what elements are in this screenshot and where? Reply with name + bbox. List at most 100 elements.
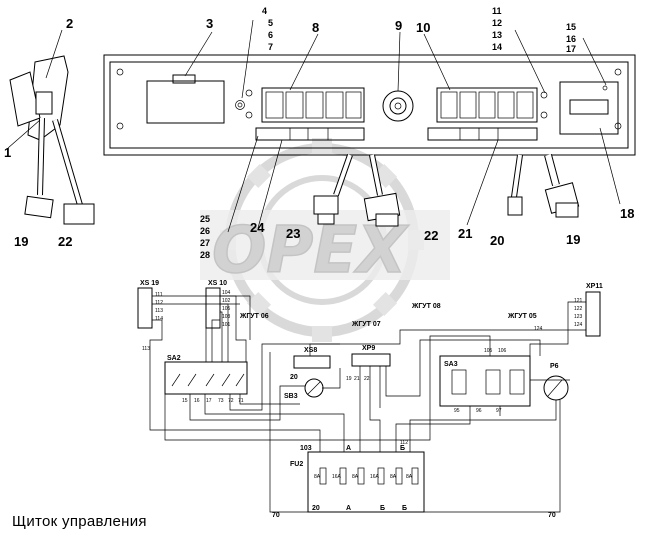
xp11-wire-labels: 121 122 123 124: [574, 298, 583, 328]
central-gauge: [382, 90, 414, 122]
callout-5: 5: [268, 18, 273, 28]
svg-text:106: 106: [498, 348, 507, 354]
callout-13: 13: [492, 30, 502, 40]
wires: [149, 295, 586, 513]
callout-4: 4: [262, 6, 267, 16]
mounting-holes: [116, 68, 622, 130]
callout-26: 26: [200, 226, 210, 236]
bus-a-bottom: A: [346, 505, 351, 512]
xp11-connector: [585, 291, 601, 337]
svg-text:123: 123: [574, 314, 583, 320]
sa2-label: SA2: [167, 355, 181, 362]
callout-28: 28: [200, 250, 210, 260]
wire-20-a: 20: [290, 374, 298, 381]
callout-2: 2: [66, 16, 73, 31]
callout-leaders: [7, 19, 621, 233]
svg-text:103: 103: [222, 314, 231, 320]
fu2-fuse-block: [307, 451, 425, 513]
callout-17: 17: [566, 44, 576, 54]
fu2-label: FU2: [290, 461, 303, 468]
callout-19-left: 19: [14, 234, 28, 249]
callout-8: 8: [312, 20, 319, 35]
p6-label: P6: [550, 363, 559, 370]
svg-text:104: 104: [222, 290, 231, 296]
switch-block-left: [255, 87, 365, 141]
panel-frame: [103, 54, 636, 156]
wire-113: 113: [142, 346, 150, 352]
xp9-label: XP9: [362, 345, 375, 352]
svg-text:105: 105: [222, 306, 231, 312]
watermark: OPEX: [200, 138, 450, 342]
fuse-ratings: 8A 16A 8A 16A 8A 8A: [314, 474, 413, 480]
panel-item-3-module: [146, 80, 225, 124]
bus-b-bottom-1: Б: [380, 505, 385, 512]
callout-24: 24: [250, 220, 265, 235]
harness-07-label: ЖГУТ 07: [351, 321, 381, 328]
svg-text:22: 22: [364, 376, 370, 382]
callout-23: 23: [286, 226, 300, 241]
panel-inner: [109, 61, 629, 149]
xp11-label: XP11: [586, 283, 603, 290]
wire-20-b: 20: [312, 505, 320, 512]
bus-b-top: Б: [400, 445, 405, 452]
switch-block-right: [427, 87, 538, 141]
xp9-connector: [351, 353, 391, 367]
svg-text:114: 114: [155, 316, 163, 322]
callout-22-right: 22: [424, 228, 438, 243]
wire-70-a: 70: [272, 512, 280, 519]
callout-20: 20: [490, 233, 504, 248]
svg-text:8A: 8A: [314, 474, 321, 480]
callout-21: 21: [458, 226, 472, 241]
callout-16: 16: [566, 34, 576, 44]
misc-wire-numbers: 15 16 17 73 72 71 19 21 22 95 96 97 105 …: [182, 348, 507, 414]
harness-06-label: ЖГУТ 06: [239, 313, 269, 320]
svg-text:73: 73: [218, 398, 224, 404]
wiring-schematic: XS 19 111 112 113 114 XS 10 104 102 105 …: [137, 280, 603, 519]
sa2-contacts: [171, 373, 245, 387]
svg-text:113: 113: [155, 308, 163, 314]
panel-item-3-tab: [172, 74, 196, 84]
svg-text:72: 72: [228, 398, 234, 404]
xs10-connector: [205, 287, 221, 329]
xs8-connector: [293, 355, 331, 369]
callout-7: 7: [268, 42, 273, 52]
svg-text:16A: 16A: [332, 474, 342, 480]
svg-text:8A: 8A: [406, 474, 413, 480]
callout-25: 25: [200, 214, 210, 224]
panel-indicator-lamps: [235, 89, 548, 119]
svg-text:102: 102: [222, 298, 231, 304]
svg-text:124: 124: [574, 322, 583, 328]
callout-22-left: 22: [58, 234, 72, 249]
callout-27: 27: [200, 238, 210, 248]
callout-18: 18: [620, 206, 634, 221]
callout-14: 14: [492, 42, 502, 52]
svg-text:112: 112: [155, 300, 163, 306]
callout-9: 9: [395, 18, 402, 33]
xs19-label: XS 19: [140, 280, 159, 287]
callout-3: 3: [206, 16, 213, 31]
bus-a-top: A: [346, 445, 351, 452]
diagram-caption: Щиток управления: [12, 513, 147, 530]
xs10-wire-labels: 104 102 105 103 101: [222, 290, 231, 328]
xs10-label: XS 10: [208, 280, 227, 287]
sb3-label: SB3: [284, 393, 298, 400]
callout-19-right: 19: [566, 232, 580, 247]
bus-b-bottom-2: Б: [402, 505, 407, 512]
callout-15: 15: [566, 22, 576, 32]
xs19-connector: [137, 287, 153, 329]
sa3-label: SA3: [444, 361, 458, 368]
svg-text:8A: 8A: [390, 474, 397, 480]
callout-1: 1: [4, 145, 11, 160]
callout-10: 10: [416, 20, 430, 35]
side-connector-assembly: [9, 55, 95, 225]
panel-harnesses: [313, 153, 580, 227]
xs8-label: XS8: [304, 347, 317, 354]
fu2-fuses: [319, 467, 419, 485]
harness-08-label: ЖГУТ 08: [411, 303, 441, 310]
svg-text:15: 15: [182, 398, 188, 404]
callout-12: 12: [492, 18, 502, 28]
svg-text:97: 97: [496, 408, 502, 414]
svg-text:121: 121: [574, 298, 583, 304]
svg-text:105: 105: [484, 348, 493, 354]
